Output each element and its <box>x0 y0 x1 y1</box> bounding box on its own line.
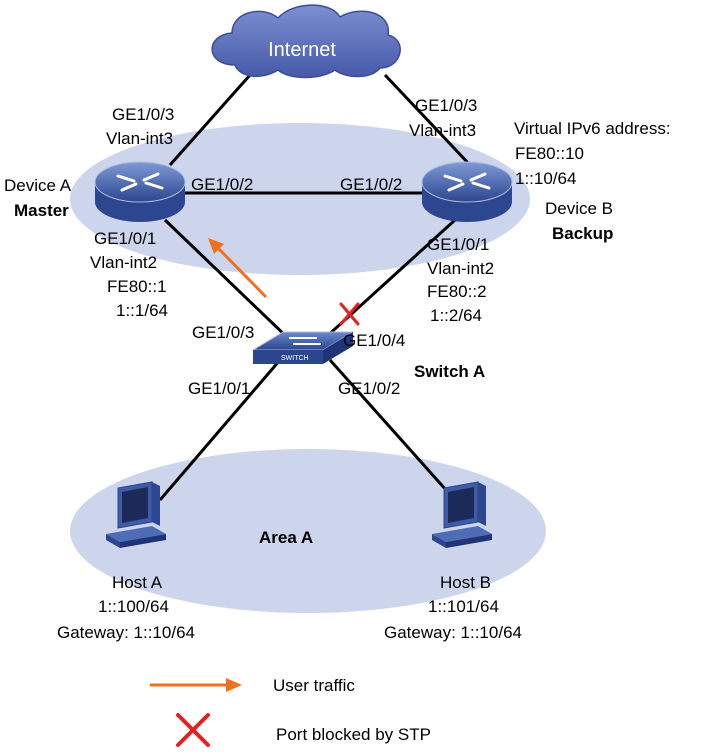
network-links <box>158 73 472 501</box>
link-a-internet <box>168 74 252 166</box>
host-a-computer-icon <box>106 481 166 548</box>
device-b-peer-port: GE1/0/2 <box>340 175 402 194</box>
device-b-link-local: FE80::2 <box>427 282 487 301</box>
legend-blocked-x-icon <box>176 713 210 747</box>
device-a-uplink-vlan: Vlan-int3 <box>106 129 173 148</box>
user-traffic-arrow <box>208 238 268 299</box>
legend-traffic-arrow-icon <box>150 678 242 692</box>
legend: User traffic Port blocked by STP <box>150 676 431 747</box>
link-switch-host-b <box>328 359 457 501</box>
host-a-gateway: Gateway: 1::10/64 <box>57 623 195 642</box>
host-b-name: Host B <box>440 573 491 592</box>
host-b-computer-icon <box>432 481 492 548</box>
device-a-link-local: FE80::1 <box>107 277 167 296</box>
switch-a-name: Switch A <box>414 362 485 381</box>
upper-area-ellipse <box>70 123 530 275</box>
device-b-ipv6: 1::2/64 <box>430 306 482 325</box>
device-a-down-port: GE1/0/1 <box>94 229 156 248</box>
area-a-ellipse <box>70 449 546 613</box>
link-b-internet <box>383 73 472 167</box>
device-a-name: Device A <box>4 176 72 195</box>
switch-a-port-host-a: GE1/0/1 <box>188 379 250 398</box>
host-b-gateway: Gateway: 1::10/64 <box>384 623 522 642</box>
blocked-port-mark <box>339 302 360 326</box>
virtual-ip-link-local: FE80::10 <box>515 144 584 163</box>
device-b-name: Device B <box>545 199 613 218</box>
host-a-name: Host A <box>112 573 163 592</box>
area-a-label: Area A <box>259 528 313 547</box>
legend-blocked-label: Port blocked by STP <box>276 725 431 744</box>
device-b-router-icon <box>421 161 513 222</box>
device-b-down-vlan: Vlan-int2 <box>427 259 494 278</box>
internet-label: Internet <box>268 39 336 61</box>
device-b-down-port: GE1/0/1 <box>427 235 489 254</box>
host-a-ipv6: 1::100/64 <box>98 597 169 616</box>
switch-badge: SWITCH <box>281 355 309 362</box>
device-b-uplink-port: GE1/0/3 <box>415 96 477 115</box>
switch-a-icon: SWITCH <box>251 331 355 364</box>
switch-a-port-to-b: GE1/0/4 <box>343 331 405 350</box>
link-switch-host-a <box>158 359 282 501</box>
switch-a-port-to-a: GE1/0/3 <box>192 323 254 342</box>
device-a-role: Master <box>14 201 69 220</box>
device-a-ipv6: 1::1/64 <box>116 301 168 320</box>
virtual-ip-title: Virtual IPv6 address: <box>514 119 671 138</box>
device-a-peer-port: GE1/0/2 <box>191 175 253 194</box>
device-a-router-icon <box>94 161 186 222</box>
device-a-down-vlan: Vlan-int2 <box>90 253 157 272</box>
device-b-uplink-vlan: Vlan-int3 <box>409 121 476 140</box>
device-b-role: Backup <box>552 224 613 243</box>
host-b-ipv6: 1::101/64 <box>428 597 499 616</box>
link-a-switch <box>163 218 292 342</box>
switch-a-port-host-b: GE1/0/2 <box>338 379 400 398</box>
virtual-ip-global: 1::10/64 <box>515 169 576 188</box>
internet-cloud: Internet <box>211 4 401 79</box>
device-a-uplink-port: GE1/0/3 <box>112 105 174 124</box>
legend-traffic-label: User traffic <box>273 676 355 695</box>
